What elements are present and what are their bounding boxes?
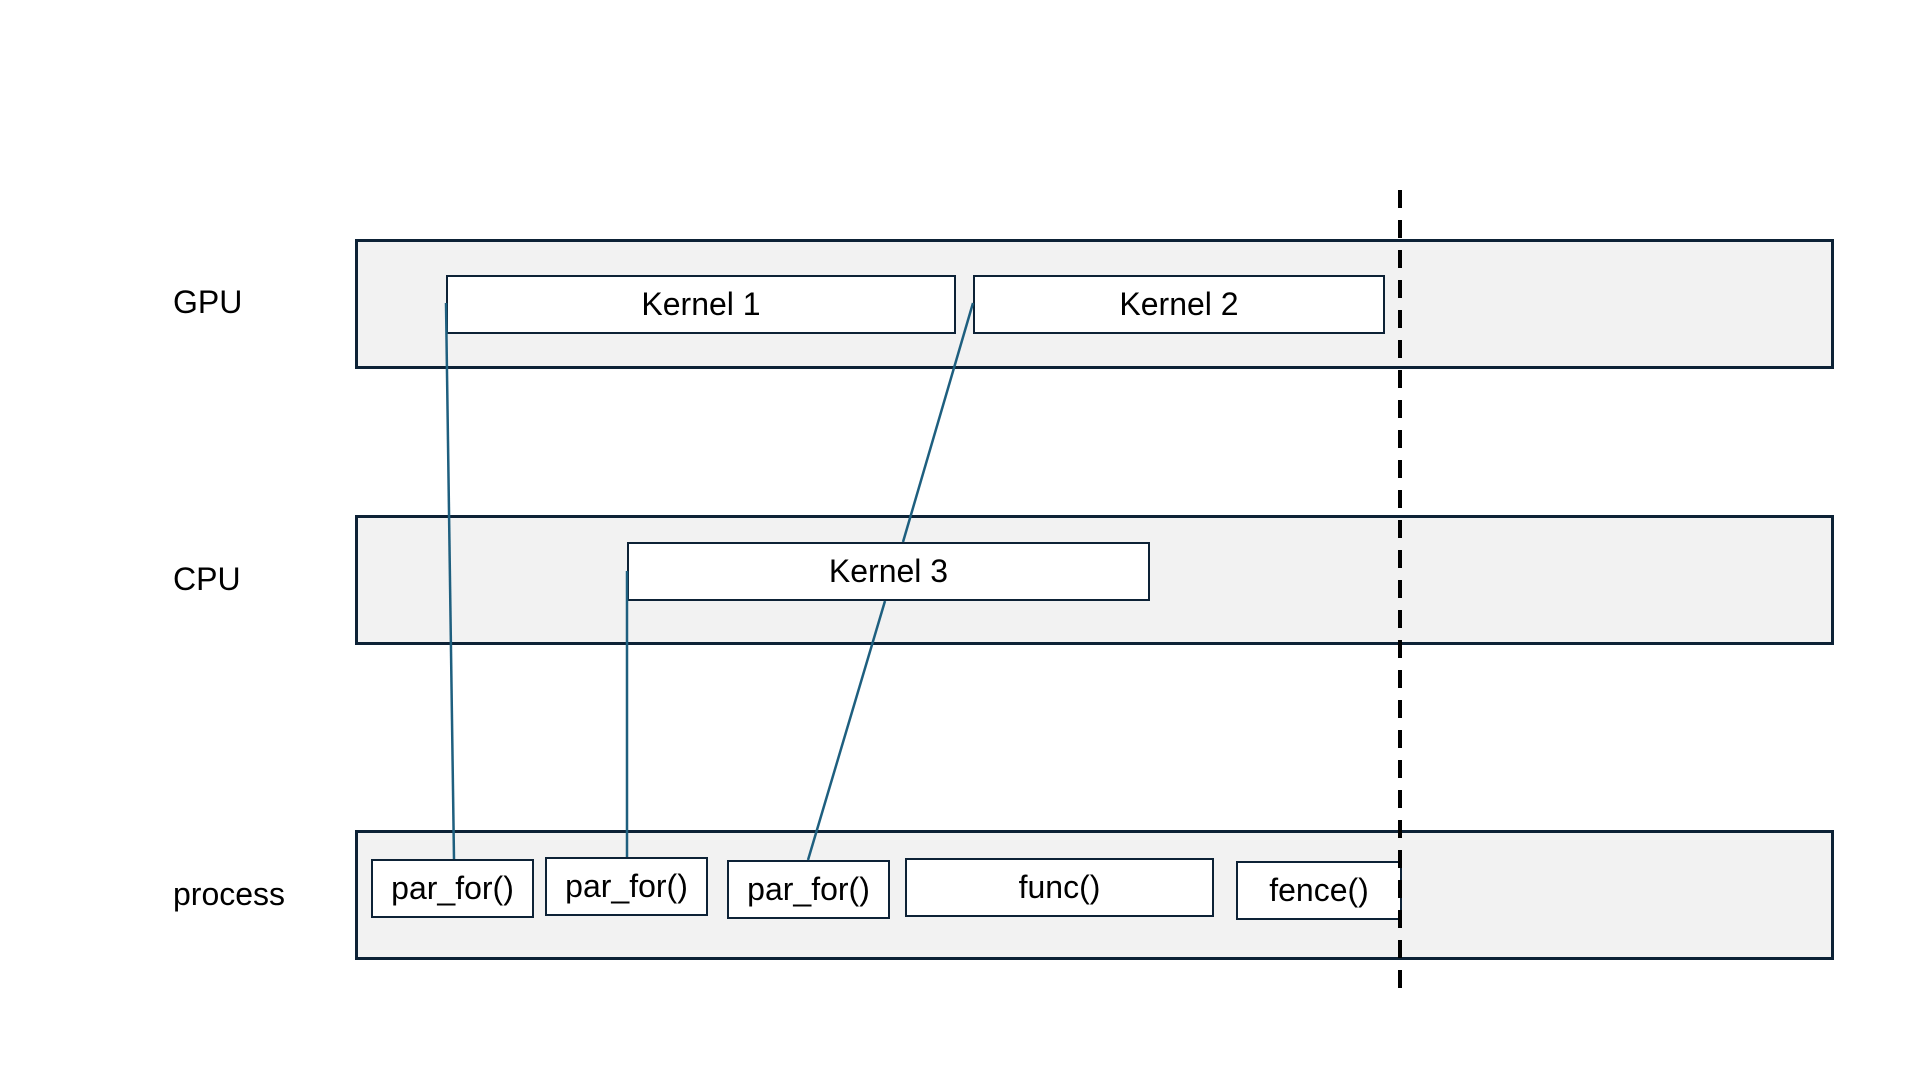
par-for-call-1: par_for() (371, 859, 534, 918)
fence-call: fence() (1236, 861, 1402, 920)
par-for-call-3: par_for() (727, 860, 890, 919)
kernel-1-box: Kernel 1 (446, 275, 956, 334)
gpu-lane-label: GPU (173, 284, 243, 320)
kernel-3-box: Kernel 3 (627, 542, 1150, 601)
process-lane-label: process (173, 876, 286, 912)
cpu-lane-label: CPU (173, 561, 241, 597)
par-for-call-2: par_for() (545, 857, 708, 916)
kernel-2-box: Kernel 2 (973, 275, 1385, 334)
func-call: func() (905, 858, 1214, 917)
